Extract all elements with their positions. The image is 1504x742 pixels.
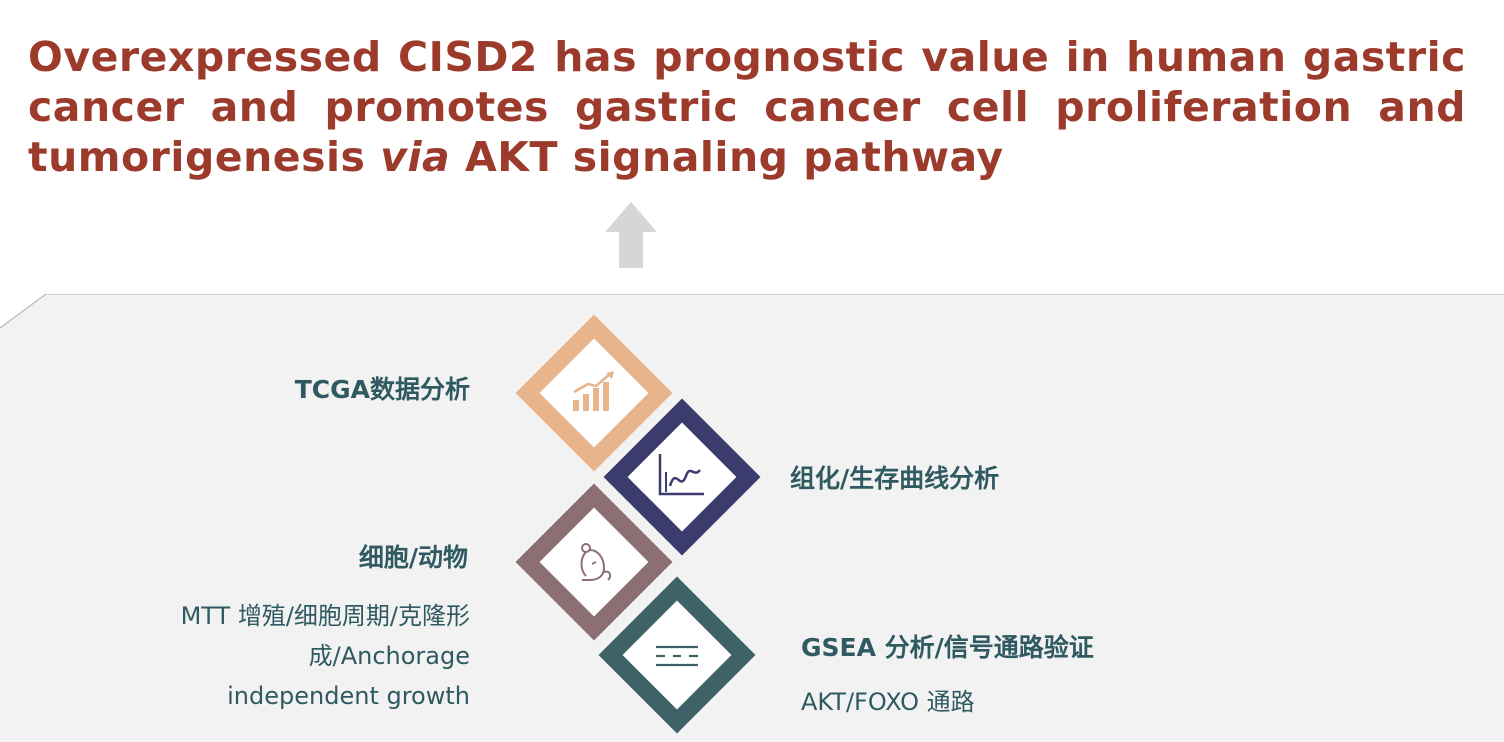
pathway-lines-icon — [656, 645, 698, 667]
up-arrow-icon — [605, 202, 657, 268]
title-text-1: Overexpressed CISD2 has prognostic value… — [28, 33, 1466, 181]
step-ihc-title: 组化/生存曲线分析 — [790, 464, 1000, 493]
title-text-2: AKT signaling pathway — [450, 133, 1004, 181]
bottom-panel — [0, 294, 1504, 742]
bar-chart-growth-icon — [573, 371, 614, 411]
title-italic-via: via — [380, 133, 451, 181]
step-cell-animal-title: 细胞/动物 — [358, 543, 468, 572]
step-cell-animal-detail: MTT 增殖/细胞周期/克隆形成/Anchorage independent g… — [180, 602, 470, 710]
mouse-icon — [580, 543, 612, 581]
step-tcga-title: TCGA数据分析 — [294, 375, 470, 404]
diamond-ihc — [603, 398, 761, 556]
step-gsea-detail: AKT/FOXO 通路 — [801, 688, 975, 716]
survival-curve-icon — [658, 454, 704, 496]
slide-title: Overexpressed CISD2 has prognostic value… — [28, 32, 1466, 182]
step-gsea-title: GSEA 分析/信号通路验证 — [801, 633, 1094, 662]
